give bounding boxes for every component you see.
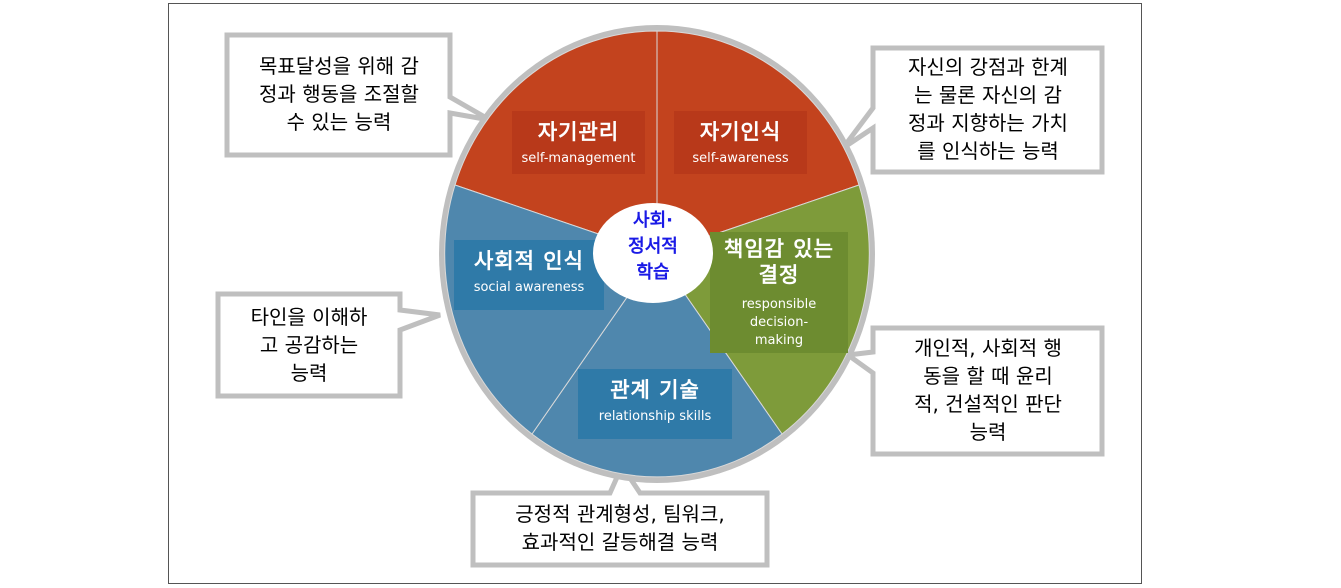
label-relationship-skills-ko: 관계 기술 xyxy=(610,378,700,402)
callout-social-awareness-line-3: 능력 xyxy=(290,361,328,385)
callout-bubble-decision-making xyxy=(841,325,1105,457)
center-circle xyxy=(593,203,713,303)
label-decision-making-en-1: responsible xyxy=(741,297,817,312)
label-box-social-awareness xyxy=(454,240,604,310)
label-decision-making-en-3: making xyxy=(754,333,804,348)
label-relationship-skills-en: relationship skills xyxy=(598,409,712,424)
label-decision-making: 책임감 있는 결정 responsible decision- making xyxy=(700,236,858,350)
label-decision-making-ko-2: 결정 xyxy=(758,263,800,287)
callout-social-awareness-line-2: 고 공감하는 xyxy=(259,333,359,357)
callout-decision-making-line-3: 적, 건설적인 판단 xyxy=(914,392,1062,416)
callout-self-management-line-1: 목표달성을 위해 감 xyxy=(259,54,419,78)
label-self-management: 자기관리 self-management xyxy=(512,119,645,168)
callout-self-management-line-3: 수 있는 능력 xyxy=(286,110,392,134)
callout-self-awareness-line-2: 는 물론 자신의 감 xyxy=(914,83,1062,107)
callout-self-management: 목표달성을 위해 감 정과 행동을 조절할 수 있는 능력 xyxy=(230,52,448,136)
label-decision-making-en-2: decision- xyxy=(749,315,809,330)
center-title: 사회· 정서적 학습 xyxy=(609,208,697,286)
label-box-self-management xyxy=(512,111,645,174)
label-box-decision-making xyxy=(710,232,848,353)
callout-self-management-line-2: 정과 행동을 조절할 xyxy=(259,82,419,106)
callout-bubble-relationship xyxy=(470,460,770,568)
callout-relationship-line-1: 긍정적 관계형성, 팀워크, xyxy=(515,502,725,526)
label-self-awareness-en: self-awareness xyxy=(692,151,789,166)
label-social-awareness-ko: 사회적 인식 xyxy=(474,249,584,273)
callout-relationship-line-2: 효과적인 갈등해결 능력 xyxy=(521,530,719,554)
callout-self-awareness-line-3: 정과 지향하는 가치 xyxy=(908,111,1068,135)
callout-decision-making-line-2: 동을 할 때 윤리 xyxy=(923,364,1053,388)
label-relationship-skills: 관계 기술 relationship skills xyxy=(578,377,732,426)
callout-relationship: 긍정적 관계형성, 팀워크, 효과적인 갈등해결 능력 xyxy=(476,500,764,556)
label-decision-making-ko-1: 책임감 있는 xyxy=(724,237,834,261)
callout-bubble-self-management xyxy=(224,32,492,158)
callout-decision-making-line-1: 개인적, 사회적 행 xyxy=(914,336,1062,360)
callout-self-awareness-line-1: 자신의 강점과 한계 xyxy=(908,55,1068,79)
label-social-awareness-en: social awareness xyxy=(473,280,585,295)
label-self-awareness-ko: 자기인식 xyxy=(699,120,782,144)
callout-bubble-self-awareness xyxy=(841,45,1105,175)
callout-bubble-social-awareness xyxy=(215,291,441,399)
label-box-self-awareness xyxy=(674,111,807,174)
center-title-line-1: 사회· xyxy=(633,210,673,231)
label-box-relationship xyxy=(578,369,732,439)
callout-decision-making-line-4: 능력 xyxy=(969,420,1007,444)
label-self-awareness: 자기인식 self-awareness xyxy=(674,119,807,168)
label-self-management-en: self-management xyxy=(521,151,636,166)
callout-social-awareness: 타인을 이해하 고 공감하는 능력 xyxy=(221,303,397,387)
label-self-management-ko: 자기관리 xyxy=(537,120,620,144)
callout-decision-making: 개인적, 사회적 행 동을 할 때 윤리 적, 건설적인 판단 능력 xyxy=(876,334,1100,446)
callout-self-awareness-line-4: 를 인식하는 능력 xyxy=(917,139,1059,163)
center-title-line-3: 학습 xyxy=(636,262,670,283)
callout-social-awareness-line-1: 타인을 이해하 xyxy=(250,305,368,329)
center-title-line-2: 정서적 xyxy=(628,236,678,257)
label-social-awareness: 사회적 인식 social awareness xyxy=(454,248,604,297)
callout-self-awareness: 자신의 강점과 한계 는 물론 자신의 감 정과 지향하는 가치 를 인식하는 … xyxy=(876,53,1100,165)
